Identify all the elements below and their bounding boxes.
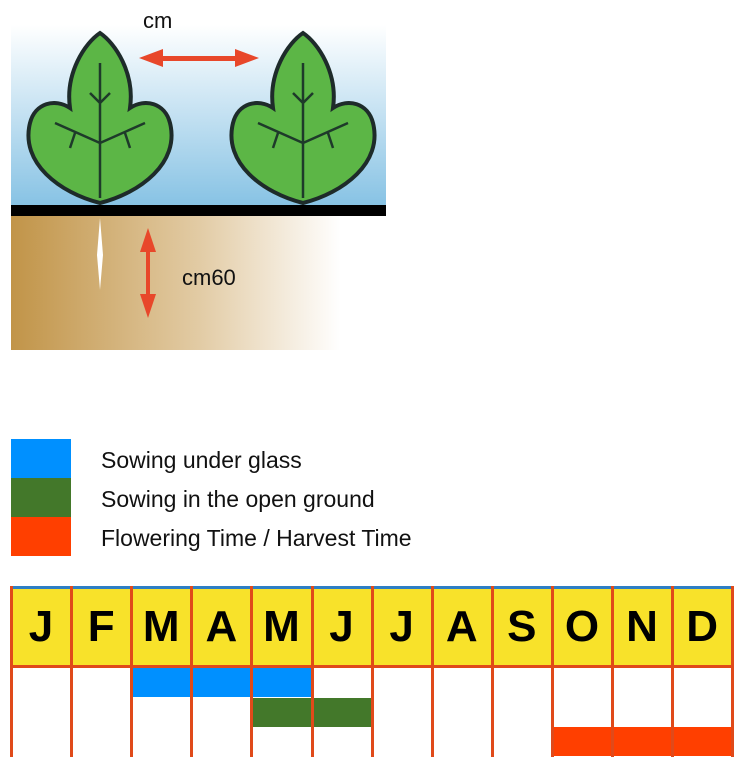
month-header: F	[71, 589, 132, 665]
column-divider	[130, 586, 134, 757]
column-divider	[490, 586, 494, 757]
column-divider	[250, 586, 254, 757]
month-header: J	[11, 589, 72, 665]
column-divider	[370, 586, 374, 757]
plant-spacing-illustration	[11, 25, 386, 350]
column-divider	[550, 586, 554, 757]
legend-label: Sowing in the open ground	[101, 486, 375, 512]
calendar-bar-open-ground	[311, 697, 372, 727]
vertical-arrow-icon	[140, 228, 156, 318]
column-divider	[10, 586, 13, 757]
calendar-bar-harvest	[672, 727, 733, 756]
column-divider	[671, 586, 675, 757]
calendar-bar-harvest	[612, 727, 673, 756]
spacing-label: cm	[143, 8, 173, 33]
legend-label: Flowering Time / Harvest Time	[101, 525, 412, 551]
calendar-bar-under-glass	[131, 668, 192, 697]
month-header: A	[431, 589, 492, 665]
month-header: A	[191, 589, 252, 665]
month-header: S	[491, 589, 552, 665]
column-divider	[70, 586, 74, 757]
calendar-bar-under-glass	[191, 668, 252, 697]
month-header: J	[371, 589, 432, 665]
legend-swatch	[11, 478, 71, 517]
root-icon	[97, 218, 103, 290]
legend-label: Sowing under glass	[101, 447, 302, 473]
column-divider	[611, 586, 614, 757]
legend-swatch	[11, 517, 71, 556]
month-header: J	[311, 589, 372, 665]
month-header: M	[131, 589, 192, 665]
month-header: D	[672, 589, 733, 665]
column-divider	[430, 586, 434, 757]
legend-swatch	[11, 439, 71, 478]
calendar-bar-harvest	[551, 727, 612, 756]
month-header: M	[251, 589, 312, 665]
column-divider	[310, 586, 314, 757]
calendar-bar-open-ground	[251, 697, 312, 727]
month-header: N	[612, 589, 673, 665]
column-divider	[731, 586, 735, 757]
column-divider	[190, 586, 194, 757]
depth-label: cm60	[182, 265, 236, 290]
calendar-bar-under-glass	[251, 668, 312, 697]
month-header: O	[551, 589, 612, 665]
horizontal-arrow-icon	[139, 49, 259, 67]
